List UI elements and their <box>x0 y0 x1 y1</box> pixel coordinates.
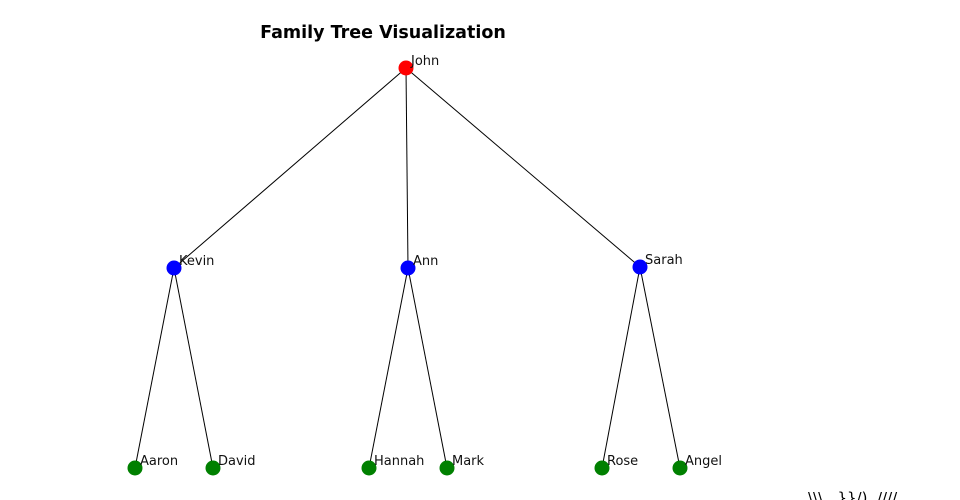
node-sarah <box>632 259 648 275</box>
node-david <box>205 460 221 476</box>
node-label-hannah: Hannah <box>374 454 424 469</box>
edge-sarah-rose <box>601 266 641 469</box>
edge-ann-hannah <box>368 267 409 469</box>
node-hannah <box>361 460 377 476</box>
edges-layer <box>134 67 681 469</box>
node-angel <box>672 460 688 476</box>
node-label-david: David <box>218 454 256 469</box>
edge-john-ann <box>405 67 409 269</box>
node-label-sarah: Sarah <box>645 253 683 268</box>
edge-kevin-david <box>173 267 214 469</box>
edge-john-kevin <box>173 67 407 269</box>
nodes-layer <box>127 60 688 476</box>
edge-john-sarah <box>405 67 641 268</box>
node-label-mark: Mark <box>452 454 485 469</box>
node-label-aaron: Aaron <box>140 454 178 469</box>
node-label-ann: Ann <box>413 254 438 269</box>
edge-sarah-angel <box>639 266 681 469</box>
node-ann <box>400 260 416 276</box>
clipped-text-fragment: \\\ . }}/). //// <box>808 489 898 500</box>
node-kevin <box>166 260 182 276</box>
chart-title: Family Tree Visualization <box>260 23 506 43</box>
edge-ann-mark <box>407 267 448 469</box>
node-john <box>398 60 414 76</box>
node-label-kevin: Kevin <box>179 254 214 269</box>
node-label-angel: Angel <box>685 454 722 469</box>
node-mark <box>439 460 455 476</box>
node-aaron <box>127 460 143 476</box>
edge-kevin-aaron <box>134 267 175 469</box>
node-rose <box>594 460 610 476</box>
node-label-rose: Rose <box>607 454 638 469</box>
node-label-john: John <box>410 54 439 69</box>
